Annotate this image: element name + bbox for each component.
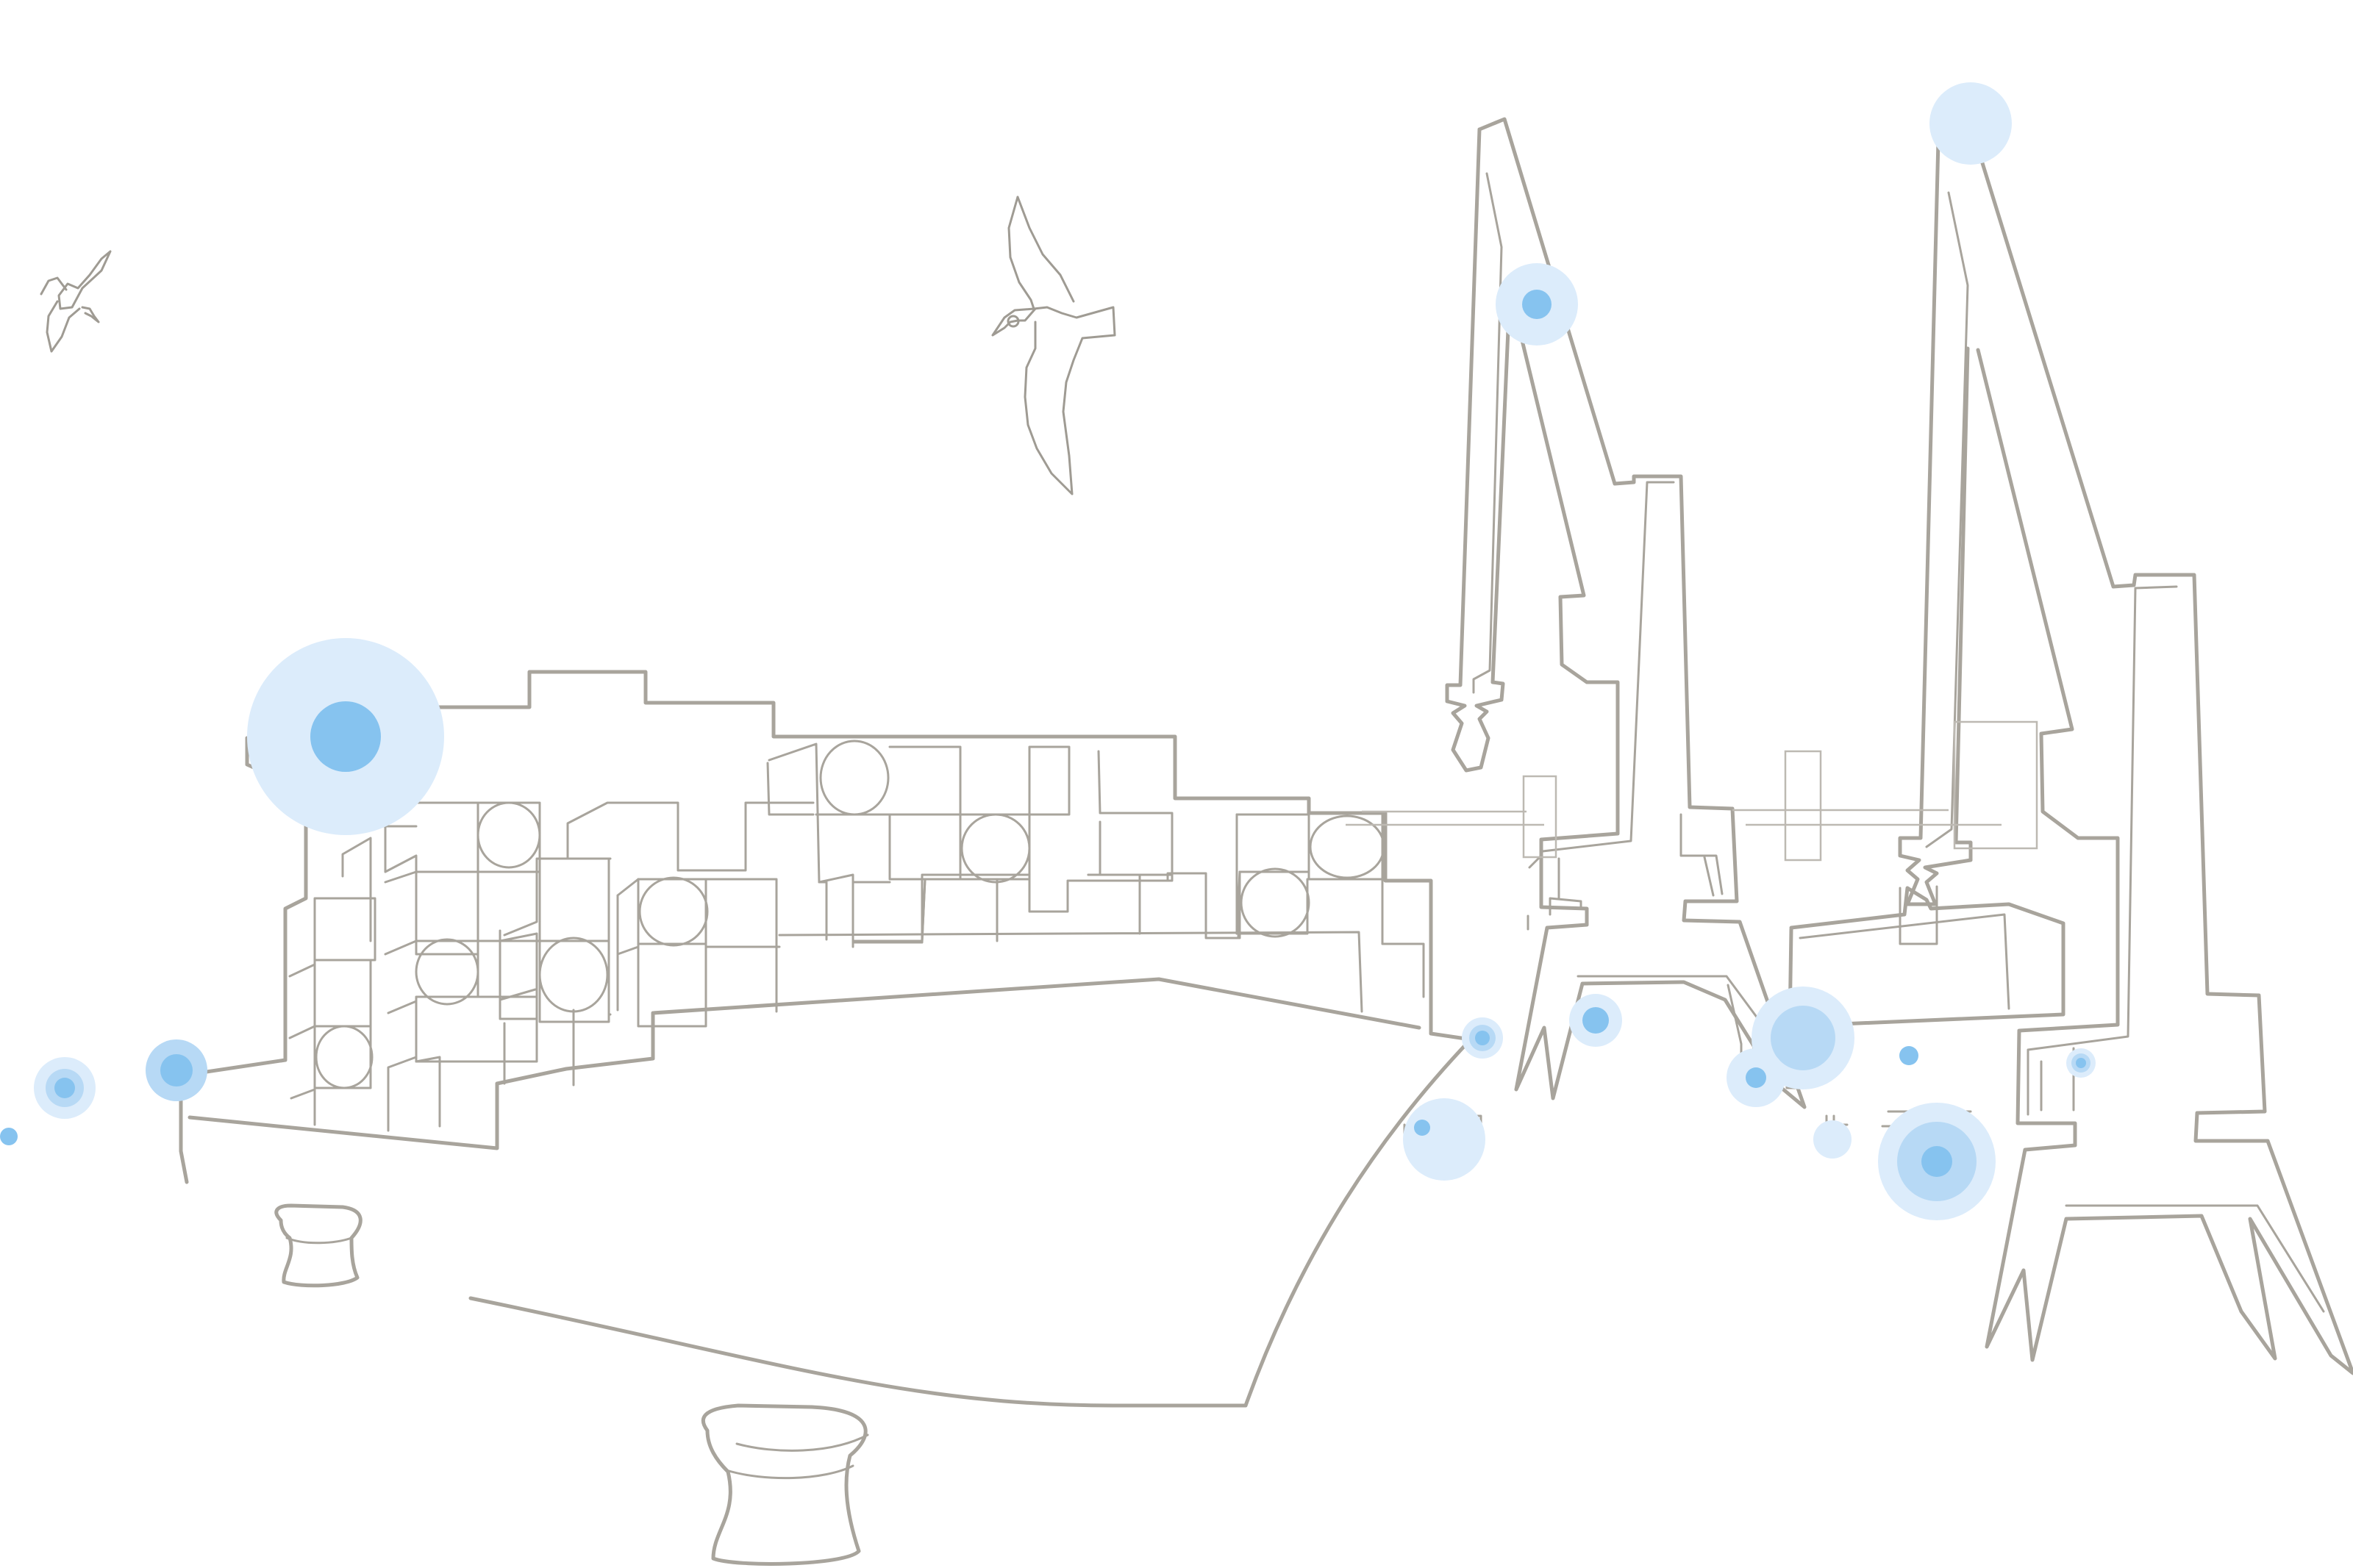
hotspot-edge-left[interactable]: [0, 1128, 18, 1145]
crane-left-icon: [1346, 117, 1807, 1109]
small-bird-icon: [40, 250, 112, 353]
hotspot-ship-bow[interactable]: [247, 638, 444, 835]
container-ship: [179, 670, 1473, 1408]
bollard-small-icon: [274, 1203, 363, 1288]
hotspot-crane-left-top[interactable]: [1496, 263, 1578, 346]
hotspot-crane-left-base[interactable]: [1569, 994, 1622, 1047]
hotspot-crane-right-leg[interactable]: [2066, 1048, 2096, 1078]
crane-right-icon: [1732, 123, 2353, 1375]
hotspot-crane-right-base[interactable]: [1878, 1103, 1996, 1220]
seagull-icon: [991, 196, 1116, 495]
hotspot-bow-line[interactable]: [146, 1039, 207, 1101]
hotspot-dock-left[interactable]: [1403, 1098, 1485, 1181]
hotspot-dock-mid[interactable]: [1899, 1046, 1918, 1065]
hotspot-crane-right-top[interactable]: [1929, 82, 2012, 165]
hotspot-dock-small[interactable]: [1813, 1120, 1852, 1159]
hotspot-far-left[interactable]: [34, 1057, 96, 1119]
bollard-large-icon: [701, 1403, 869, 1566]
hotspot-stern[interactable]: [1462, 1017, 1503, 1059]
hotspot-crane-gap[interactable]: [1727, 987, 1854, 1107]
